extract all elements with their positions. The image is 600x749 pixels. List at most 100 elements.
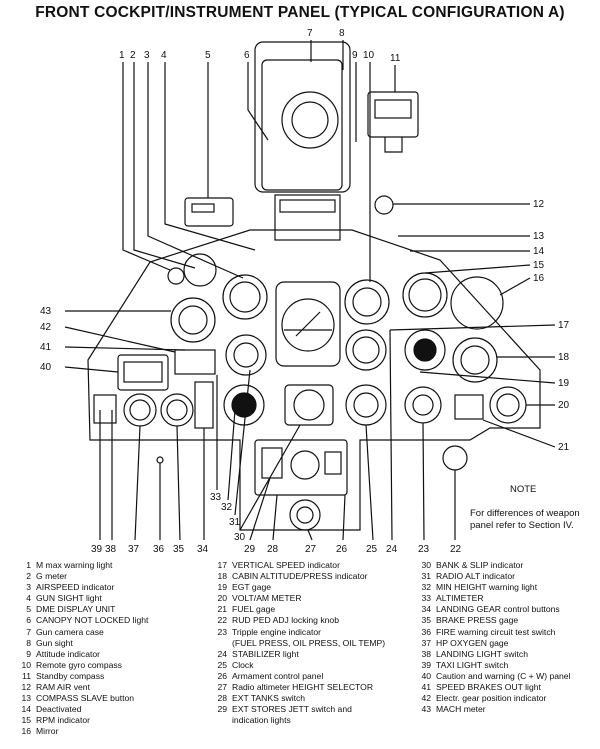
egt-gage	[452, 337, 498, 383]
legend-item-text: BRAKE PRESS gage	[436, 615, 519, 626]
callout-11: 11	[390, 53, 401, 64]
callout-36: 36	[153, 544, 165, 555]
note-heading: NOTE	[510, 484, 537, 495]
legend-item-number: 16	[21, 726, 31, 737]
legend-item-text: HP OXYGEN gage	[436, 637, 509, 648]
legend-item-number: 20	[217, 593, 227, 604]
legend-item-number: 19	[217, 582, 227, 593]
callout-37: 37	[128, 544, 140, 555]
legend-item-number: 35	[421, 615, 431, 626]
dme-display-unit	[184, 197, 234, 227]
legend-item-number: 9	[26, 648, 31, 659]
legend-item-number: 31	[421, 571, 431, 582]
callout-26: 26	[336, 544, 348, 555]
legend-item-number: 37	[421, 637, 431, 648]
legend-item-text: Attitude indicator	[36, 648, 101, 659]
landing-light-switches	[93, 394, 117, 424]
callout-42: 42	[40, 322, 52, 333]
legend-item-text: LANDING LIGHT switch	[436, 648, 529, 659]
callout-34: 34	[197, 544, 209, 555]
landing-gear-buttons	[194, 381, 214, 429]
legend-item-text: SPEED BRAKES OUT light	[436, 682, 541, 693]
callout-6: 6	[244, 50, 250, 61]
legend-item-number: 40	[421, 670, 431, 681]
callout-39: 39	[91, 544, 103, 555]
legend-item-text: GUN SIGHT light	[36, 593, 102, 604]
legend-item-text: AIRSPEED indicator	[36, 582, 115, 593]
legend-item: 40 Caution and warning (C + W) panel	[418, 671, 570, 682]
volt-am-meter	[489, 386, 527, 424]
legend-item-text: Mirror	[36, 726, 59, 737]
callout-4: 4	[161, 50, 167, 61]
callout-33: 33	[210, 492, 222, 503]
legend-item: 38 LANDING LIGHT switch	[418, 649, 570, 660]
g-meter	[183, 253, 217, 287]
callout-24: 24	[386, 544, 398, 555]
callout-9: 9	[352, 50, 358, 61]
legend-item-number: 18	[217, 571, 227, 582]
vertical-speed-indicator	[345, 329, 387, 371]
legend-item-number: 28	[217, 693, 227, 704]
brake-press-gage	[160, 393, 194, 427]
legend-item-text: Caution and warning (C + W) panel	[436, 670, 571, 681]
legend-item-number: 14	[21, 704, 31, 715]
legend-item-text: indication lights	[232, 715, 291, 726]
legend-item-text: FIRE warning circuit test switch	[436, 626, 556, 637]
legend-item-text: EXT TANKS switch	[232, 693, 306, 704]
legend-item-number: 41	[421, 682, 431, 693]
airspeed-indicator	[222, 274, 268, 320]
callout-31: 31	[229, 517, 241, 528]
legend-item-number: 2	[26, 571, 31, 582]
legend-item-number: 21	[217, 604, 227, 615]
legend-item-number: 38	[421, 648, 431, 659]
legend-item: 41 SPEED BRAKES OUT light	[418, 682, 570, 693]
legend-item: 25 Clock	[214, 660, 385, 671]
legend-item-text: LANDING GEAR control buttons	[436, 604, 560, 615]
legend-item: indication lights	[214, 715, 385, 726]
callout-2: 2	[130, 50, 136, 61]
ram-air-vent	[374, 195, 394, 215]
legend-item-number: 30	[421, 560, 431, 570]
legend-item-number: 10	[21, 659, 31, 670]
legend-item-number: 27	[217, 682, 227, 693]
legend-item-number: 24	[217, 648, 227, 659]
legend-item-number: 6	[26, 615, 31, 626]
callout-29: 29	[244, 544, 256, 555]
rpm-indicator	[402, 272, 448, 318]
legend-item-number: 25	[217, 659, 227, 670]
callout-3: 3	[144, 50, 150, 61]
radio-altimeter-height-selector	[289, 499, 321, 531]
callout-14: 14	[533, 246, 545, 257]
callout-27: 27	[305, 544, 317, 555]
legend-item-text: EXT STORES JETT switch and	[232, 704, 352, 715]
legend-item-number: 42	[421, 693, 431, 704]
callout-28: 28	[267, 544, 279, 555]
note: NOTE For differences of weapon panel ref…	[470, 484, 595, 532]
triple-engine-indicator	[404, 386, 442, 424]
bank-slip-indicator	[284, 384, 334, 426]
callout-23: 23	[418, 544, 430, 555]
legend-item-text: G meter	[36, 571, 68, 582]
callout-18: 18	[558, 352, 570, 363]
legend-item-number: 22	[217, 615, 227, 626]
callout-5: 5	[205, 50, 211, 61]
callout-25: 25	[366, 544, 378, 555]
legend-item-text: Clock	[232, 659, 254, 670]
legend-item: 37 HP OXYGEN gage	[418, 638, 570, 649]
legend-item: 28 EXT TANKS switch	[214, 693, 385, 704]
